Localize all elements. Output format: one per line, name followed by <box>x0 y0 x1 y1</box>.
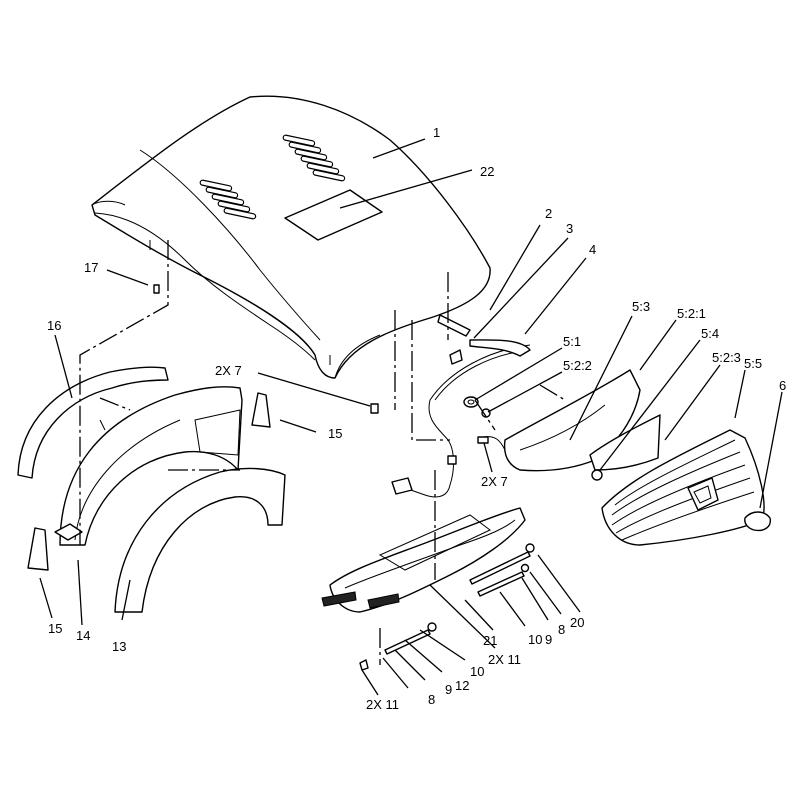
callout-13: 13 <box>112 639 126 654</box>
callout-20: 20 <box>570 615 584 630</box>
knob-6 <box>744 511 771 532</box>
callout-labels: 1 22 2 3 4 17 16 2X 7 15 5:1 5:2:2 5:3 5… <box>47 125 786 712</box>
grommet-5-1 <box>463 396 479 408</box>
callout-10-upper: 10 <box>528 632 542 647</box>
callout-2x11-lower: 2X 11 <box>366 697 399 712</box>
callout-2x7-left: 2X 7 <box>215 363 242 378</box>
callout-9-upper: 9 <box>545 632 552 647</box>
hood-vents-rear <box>282 134 346 182</box>
callout-17: 17 <box>84 260 98 275</box>
fender-trim-16 <box>17 366 169 479</box>
callout-8-upper: 8 <box>558 622 565 637</box>
callout-4: 4 <box>589 242 596 257</box>
callout-5-2-2: 5:2:2 <box>563 358 592 373</box>
fastener-7-left <box>370 403 379 414</box>
callout-2x11-upper: 2X 11 <box>488 652 521 667</box>
pad-15-left <box>27 527 49 571</box>
leader-lines <box>39 138 783 696</box>
phantom-lines <box>79 240 566 665</box>
callout-5-5: 5:5 <box>744 356 762 371</box>
callout-5-2-3: 5:2:3 <box>712 350 741 365</box>
callout-15-left: 15 <box>48 621 62 636</box>
fastener-17 <box>153 284 160 294</box>
callout-22: 22 <box>480 164 494 179</box>
callout-2: 2 <box>545 206 552 221</box>
hood <box>91 95 491 379</box>
support-bracket-21 <box>329 507 526 613</box>
callout-10-lower: 10 <box>470 664 484 679</box>
side-panel-14 <box>59 386 243 546</box>
callout-5-1: 5:1 <box>563 334 581 349</box>
callout-3: 3 <box>566 221 573 236</box>
callout-14: 14 <box>76 628 90 643</box>
clip-5-2-2 <box>481 408 491 418</box>
callout-21: 21 <box>483 633 497 648</box>
bracket-2 <box>437 314 471 365</box>
callout-2x7-right: 2X 7 <box>481 474 508 489</box>
callout-5-2-1: 5:2:1 <box>677 306 706 321</box>
callout-5-4: 5:4 <box>701 326 719 341</box>
pedal-strip <box>321 591 357 607</box>
callout-1: 1 <box>433 125 440 140</box>
callout-16: 16 <box>47 318 61 333</box>
callout-12: 12 <box>455 678 469 693</box>
wiring-harness <box>391 344 531 498</box>
pad-15-right <box>251 392 271 428</box>
bracket-14 <box>54 523 83 541</box>
callout-15-right: 15 <box>328 426 342 441</box>
callout-6: 6 <box>779 378 786 393</box>
lamp-5-4 <box>591 469 603 481</box>
fender-panel-13 <box>114 467 286 613</box>
hood-vents-front <box>199 179 257 220</box>
light-housing-5-3 <box>503 369 661 472</box>
callout-5-3: 5:3 <box>632 299 650 314</box>
grille-5-5 <box>601 429 765 546</box>
pedal-strip-2 <box>367 593 400 609</box>
bracket-3 <box>469 339 531 357</box>
bolts-20 <box>469 543 535 597</box>
callout-8-lower: 8 <box>428 692 435 707</box>
bolts-11 <box>359 622 437 671</box>
callout-9-lower: 9 <box>445 682 452 697</box>
